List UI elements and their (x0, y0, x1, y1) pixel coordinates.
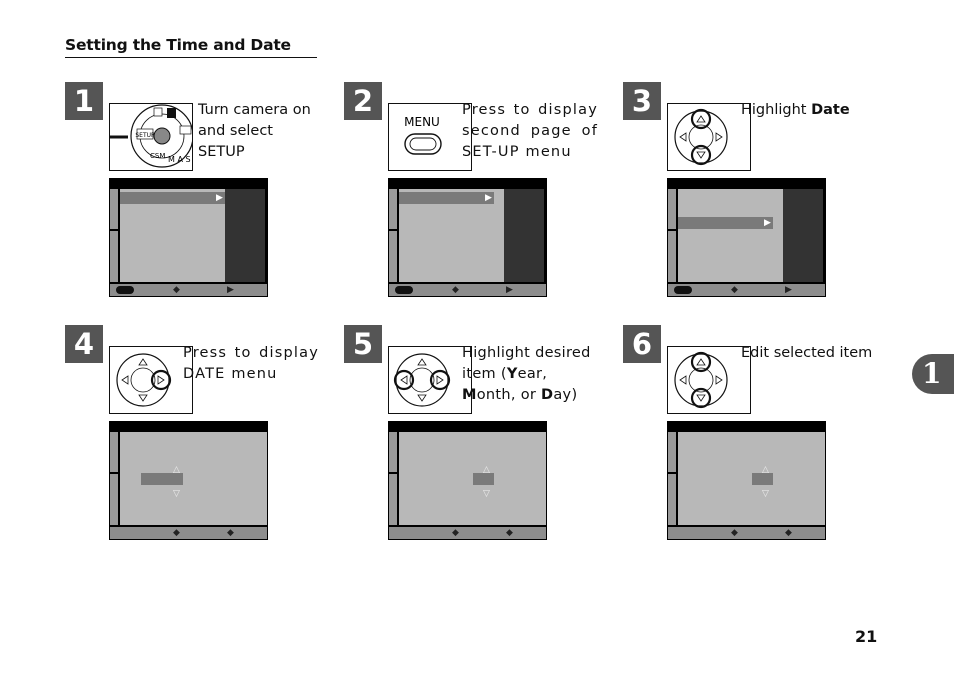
step-1-text: Turn camera on and select SETUP (198, 102, 311, 160)
chapter-tab: 1 (912, 354, 954, 394)
screen-6: △ ▽ ◆◆ (667, 421, 826, 540)
svg-text:MENU: MENU (404, 115, 440, 129)
multi-selector-up-down-icon (667, 103, 751, 171)
step-number-6: 6 (623, 325, 661, 363)
step-6-text: Edit selected item (741, 345, 873, 361)
step-number-4: 4 (65, 325, 103, 363)
screen-5: △ ▽ ◆◆ (388, 421, 547, 540)
svg-text:CSM: CSM (150, 152, 165, 160)
step-2-text: Press to display second page of SET-UP m… (462, 102, 598, 160)
svg-text:SETUP: SETUP (135, 132, 155, 139)
page-number: 21 (855, 627, 878, 646)
step-number-2: 2 (344, 82, 382, 120)
multi-selector-right-icon (109, 346, 193, 414)
screen-2: ▶ ◆▶ (388, 178, 547, 297)
step-number-1: 1 (65, 82, 103, 120)
step-4-text: Press to display DATE menu (183, 345, 319, 382)
step-3-text: Highlight Date (741, 102, 850, 118)
step-number-3: 3 (623, 82, 661, 120)
multi-selector-left-right-icon (388, 346, 472, 414)
page-title: Setting the Time and Date (65, 36, 317, 58)
screen-1: ▶ ◆▶ (109, 178, 268, 297)
screen-3: ▶ ◆▶ (667, 178, 826, 297)
menu-button-icon: MENU (388, 103, 472, 171)
svg-text:M A S: M A S (168, 155, 191, 164)
mode-dial-icon: SETUP CSM M A S (109, 103, 193, 171)
multi-selector-up-down-icon (667, 346, 751, 414)
step-number-5: 5 (344, 325, 382, 363)
screen-4: △ ▽ ◆◆ (109, 421, 268, 540)
step-5-text: Highlight desired item (Year, Month, or … (462, 345, 591, 403)
